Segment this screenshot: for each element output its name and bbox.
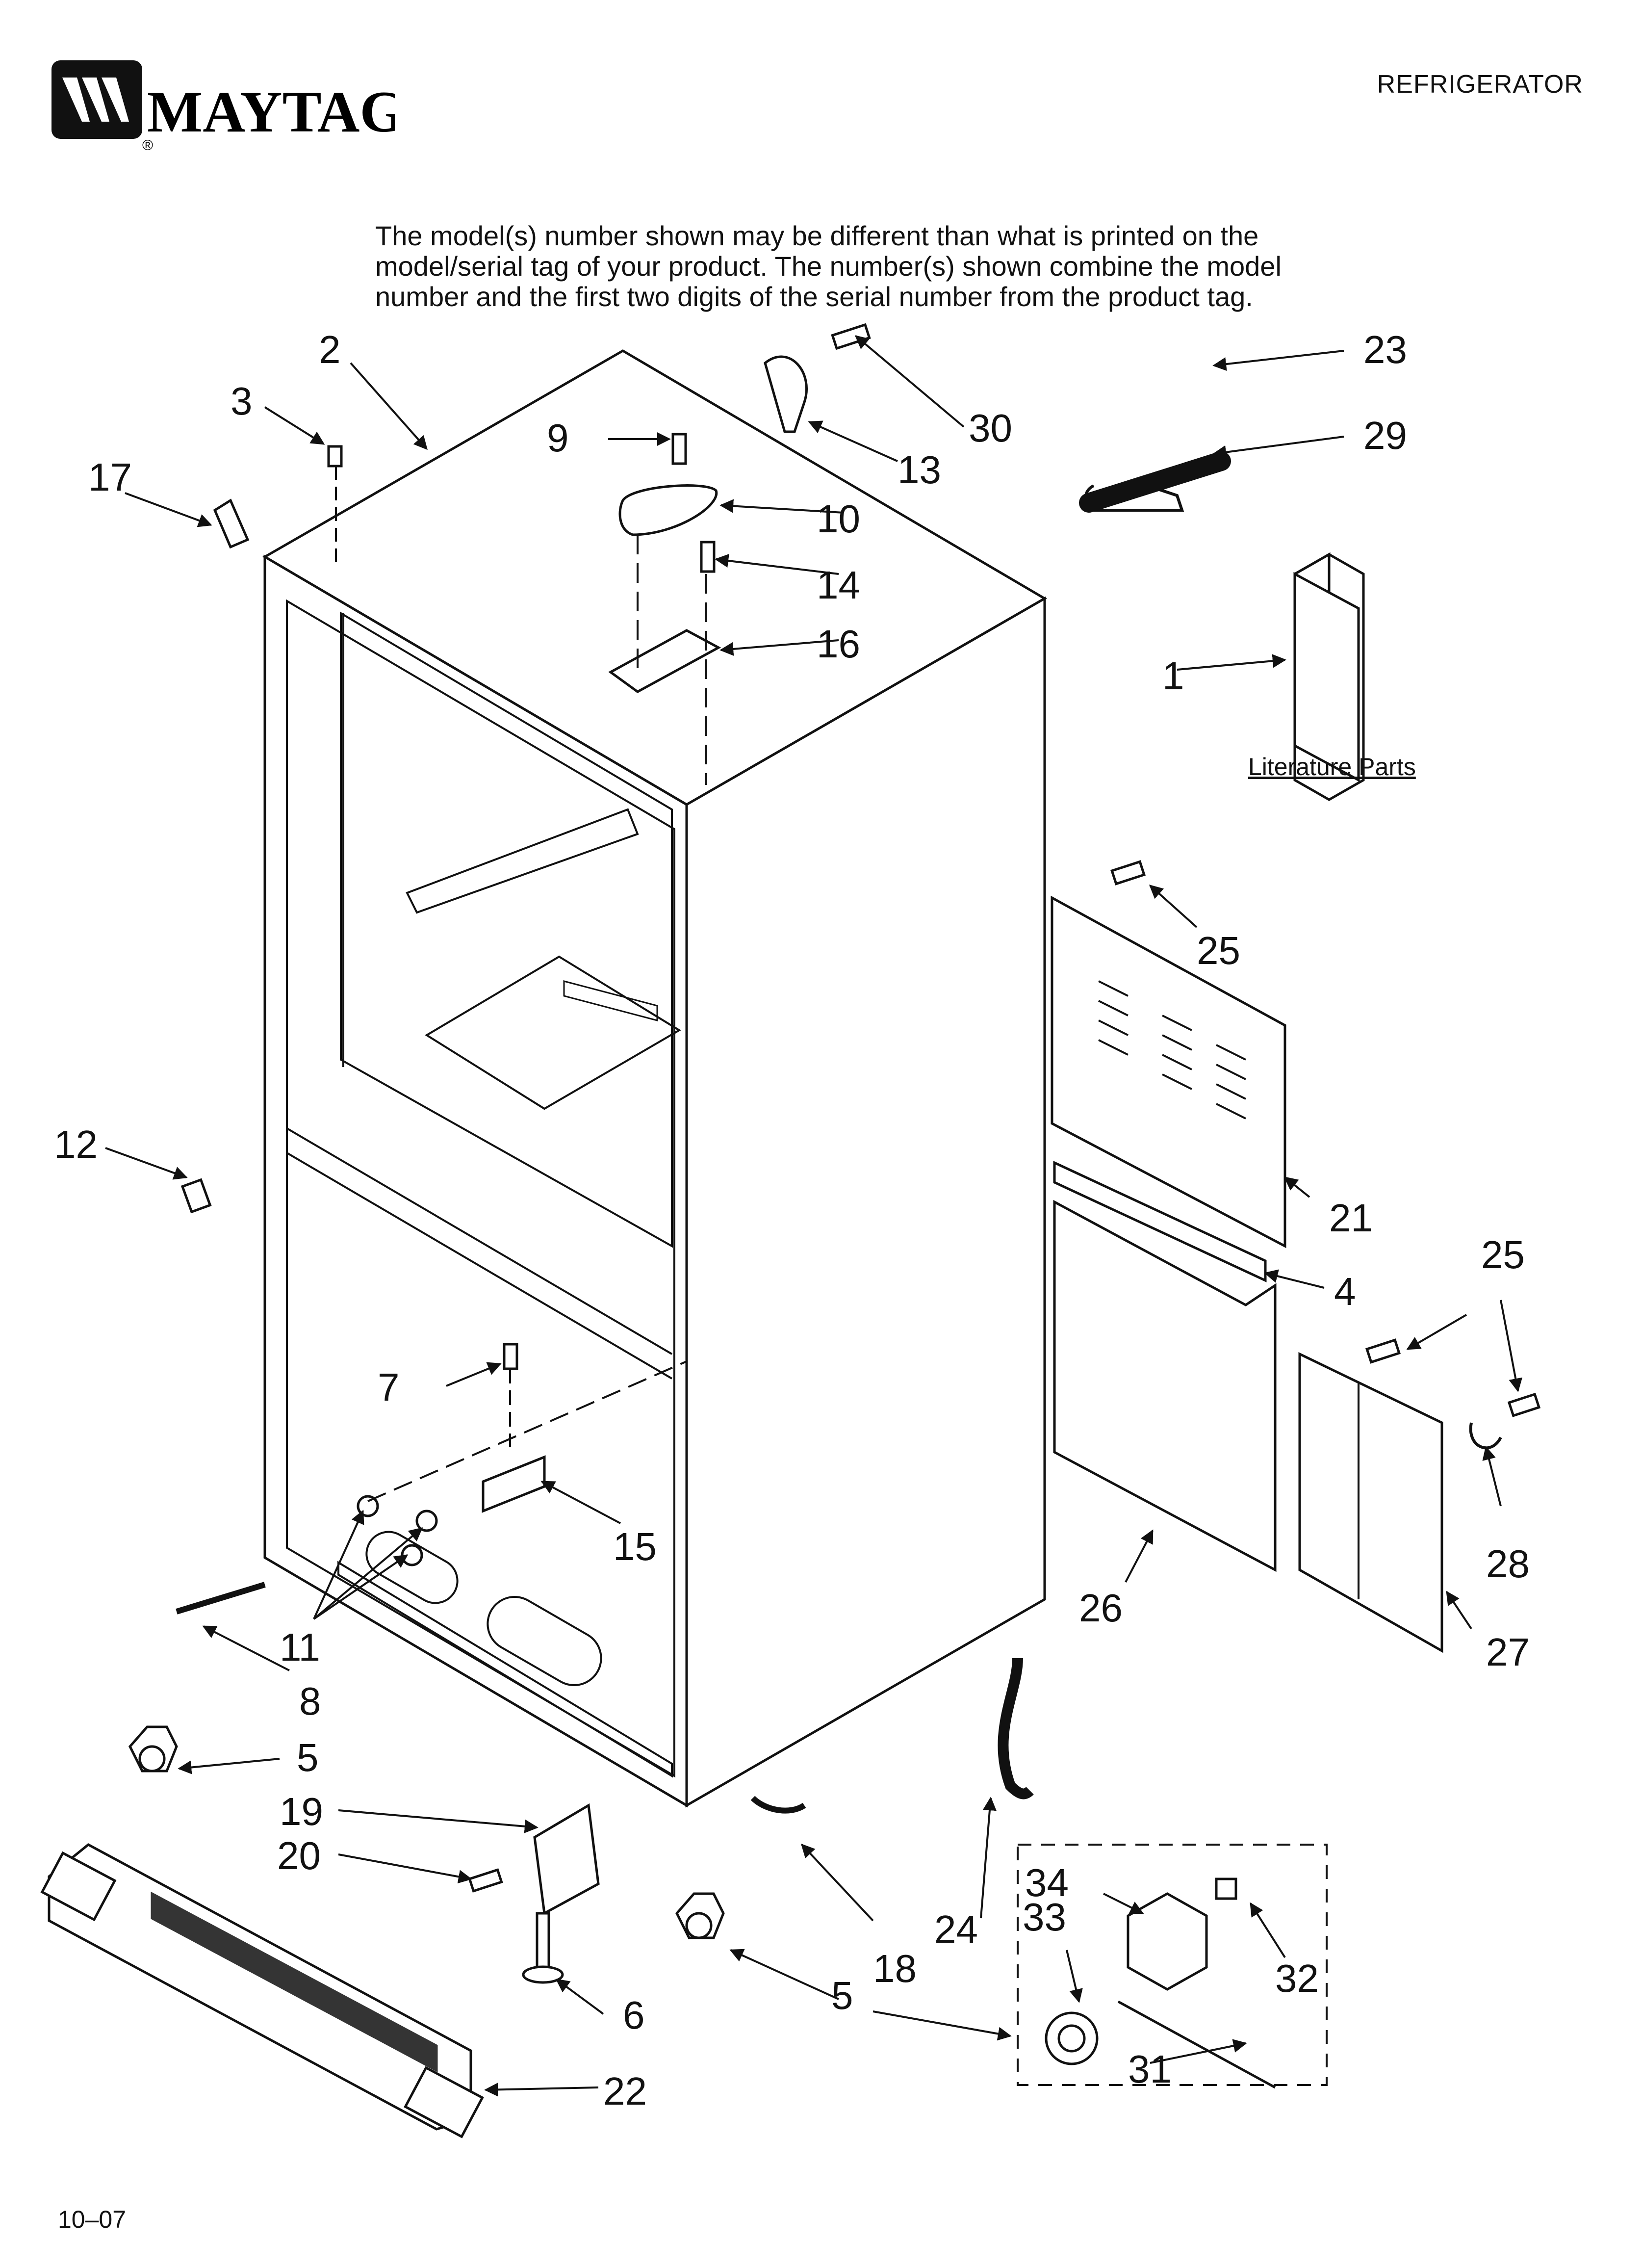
- callout-20: 20: [277, 1834, 321, 1877]
- literature-parts-label: Literature Parts: [1248, 753, 1416, 781]
- callout-23: 23: [1363, 328, 1407, 371]
- toe-grille: [40, 1843, 484, 2138]
- notice-line: model/serial tag of your product. The nu…: [375, 251, 1282, 282]
- rear-access-panel: [1051, 895, 1541, 1653]
- callout-27: 27: [1486, 1630, 1530, 1674]
- model-number-notice: The model(s) number shown may be differe…: [375, 221, 1503, 312]
- callout-7: 7: [378, 1365, 400, 1409]
- callout-18: 18: [873, 1947, 917, 1990]
- callout-6: 6: [623, 1993, 645, 2037]
- callout-9: 9: [547, 416, 569, 460]
- callout-12: 12: [54, 1122, 98, 1166]
- callout-28: 28: [1486, 1542, 1530, 1586]
- callout-29: 29: [1363, 414, 1407, 457]
- callout-3: 3: [231, 379, 253, 423]
- callout-32: 32: [1275, 1956, 1319, 2000]
- date-code: 10–07: [58, 2206, 127, 2233]
- callout-1: 1: [1162, 654, 1184, 698]
- callout-5: 5: [297, 1736, 319, 1779]
- callout-13: 13: [898, 448, 941, 492]
- roller-assembly: [1017, 1844, 1328, 2089]
- callout-4: 4: [1334, 1270, 1356, 1313]
- callout-31: 31: [1128, 2047, 1172, 2091]
- lower-hardware: [128, 1343, 1034, 1984]
- top-hinge-assembly: [327, 433, 721, 785]
- notice-line: number and the first two digits of the s…: [375, 281, 1253, 312]
- callout-34: 34: [1025, 1861, 1069, 1904]
- callout-22: 22: [603, 2069, 647, 2113]
- callout-numbers: 1 2 3 4 5 5 6 7 8 9 10 11 12 13 14 15 16…: [54, 328, 1530, 2113]
- small-parts: [180, 323, 1360, 1214]
- callout-33: 33: [1023, 1895, 1066, 1939]
- callout-24: 24: [934, 1907, 978, 1951]
- registered-mark: ®: [142, 137, 153, 154]
- callout-16: 16: [817, 622, 860, 666]
- callout-19: 19: [280, 1790, 323, 1833]
- callout-25b: 25: [1481, 1233, 1525, 1277]
- callout-11: 11: [280, 1625, 320, 1669]
- brand-wordmark: MAYTAG: [147, 79, 395, 144]
- callout-25: 25: [1197, 929, 1240, 972]
- callout-21: 21: [1329, 1196, 1373, 1240]
- maytag-logo: MAYTAG ®: [51, 60, 395, 154]
- callout-2: 2: [319, 328, 341, 371]
- literature-manual: [1293, 553, 1365, 801]
- leader-arrows: [105, 335, 1523, 2097]
- callout-30: 30: [969, 406, 1012, 450]
- callout-5b: 5: [831, 1974, 853, 2017]
- callout-8: 8: [299, 1679, 321, 1723]
- callout-17: 17: [88, 455, 132, 499]
- cabinet: [262, 349, 1047, 1808]
- notice-line: The model(s) number shown may be differe…: [375, 220, 1259, 251]
- callout-15: 15: [613, 1525, 657, 1568]
- callout-26: 26: [1079, 1586, 1123, 1630]
- callout-14: 14: [817, 563, 860, 607]
- document-type: REFRIGERATOR: [1377, 70, 1583, 99]
- callout-10: 10: [817, 497, 860, 541]
